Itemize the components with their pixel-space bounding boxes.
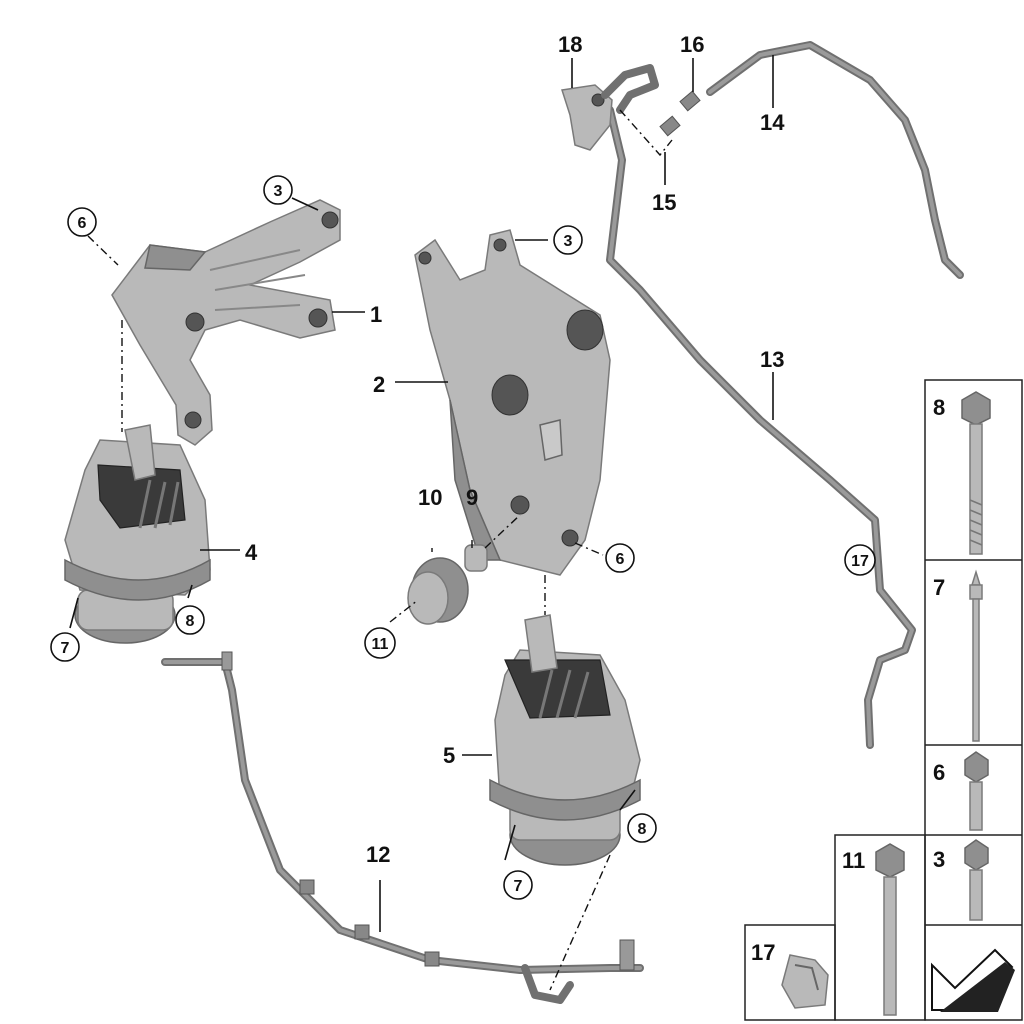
callout-3b: 3: [553, 225, 583, 255]
label-part-16: 16: [680, 32, 704, 57]
spacer-part-9: [464, 544, 488, 572]
legend-clip-17: 17: [751, 940, 829, 1009]
callout-6a: 6: [67, 207, 97, 237]
label-part-9: 9: [466, 485, 478, 510]
sensor-cable-part-12: [161, 651, 644, 1004]
legend-bolt-11: 11: [842, 843, 905, 1016]
svg-text:11: 11: [842, 848, 865, 873]
label-part-14: 14: [760, 110, 785, 135]
svg-text:3: 3: [933, 847, 945, 872]
svg-text:8: 8: [933, 395, 945, 420]
bracket-part-2: [414, 229, 611, 576]
leader-lines: [69, 55, 774, 991]
legend-bolt-8: 8: [933, 391, 991, 555]
svg-text:7: 7: [61, 640, 70, 657]
svg-text:6: 6: [616, 551, 625, 568]
callout-3a: 3: [263, 175, 293, 205]
valve-part-18: [561, 64, 659, 151]
callout-7b: 7: [503, 870, 533, 900]
hose-connector-part-16: [679, 90, 701, 112]
label-part-5: 5: [443, 743, 455, 768]
svg-text:3: 3: [564, 233, 573, 250]
label-part-4: 4: [245, 540, 258, 565]
svg-text:11: 11: [372, 636, 389, 653]
label-part-13: 13: [760, 347, 784, 372]
svg-text:7: 7: [933, 575, 945, 600]
svg-text:8: 8: [638, 821, 647, 838]
callout-11: 11: [364, 627, 396, 659]
bracket-part-1: [111, 199, 341, 446]
fastener-legend: 8 7 6 3 11: [744, 379, 1023, 1021]
vacuum-hose-part-13: [606, 106, 916, 749]
label-part-12: 12: [366, 842, 390, 867]
callout-8b: 8: [627, 813, 657, 843]
callout-8a: 8: [175, 605, 205, 635]
legend-bolt-3: 3: [933, 839, 989, 921]
svg-text:3: 3: [274, 183, 283, 200]
legend-bolt-6: 6: [933, 751, 989, 831]
label-part-10: 10: [418, 485, 442, 510]
svg-text:8: 8: [186, 613, 195, 630]
callout-17: 17: [844, 544, 876, 576]
svg-text:6: 6: [78, 215, 87, 232]
forward-arrow-icon: [931, 948, 1015, 1012]
label-part-18: 18: [558, 32, 582, 57]
svg-text:17: 17: [851, 553, 869, 570]
engine-mount-part-5: [489, 614, 641, 866]
legend-bolt-7: 7: [933, 569, 983, 742]
label-part-2: 2: [373, 372, 385, 397]
damper-part-10: [407, 557, 469, 625]
svg-text:17: 17: [751, 940, 775, 965]
svg-text:7: 7: [514, 878, 523, 895]
vacuum-hose-part-14: [706, 41, 964, 279]
callout-6b: 6: [605, 543, 635, 573]
callout-7a: 7: [50, 632, 80, 662]
label-part-1: 1: [370, 302, 382, 327]
hose-connector-part-15: [659, 115, 681, 137]
svg-text:6: 6: [933, 760, 945, 785]
engine-mount-part-4: [64, 424, 211, 644]
label-part-15: 15: [652, 190, 676, 215]
